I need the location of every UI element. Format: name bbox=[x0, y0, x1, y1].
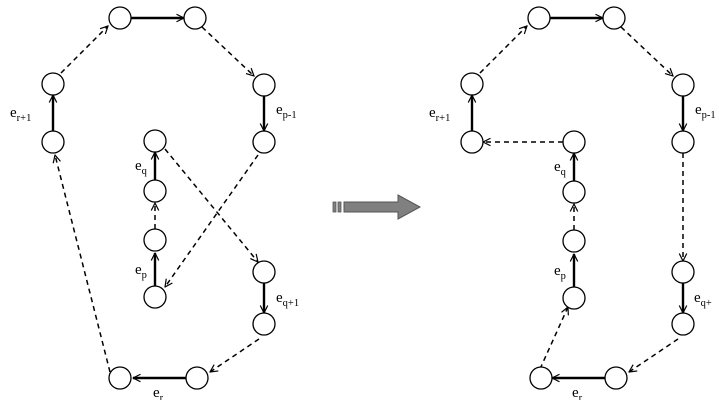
right-label-e-r: er bbox=[572, 385, 583, 400]
right-label-e-q-plus: eq+ bbox=[694, 290, 712, 309]
left-node bbox=[41, 72, 65, 96]
right-node bbox=[460, 130, 484, 154]
left-label-e-r: er bbox=[153, 385, 164, 400]
right-node bbox=[671, 260, 695, 284]
left-label-e-q: eq bbox=[135, 158, 148, 177]
right-edge-dashed bbox=[629, 338, 679, 372]
right-node bbox=[562, 180, 586, 204]
right-node bbox=[602, 6, 626, 30]
right-graph: er+1 ep-1 eq ep eq+ er bbox=[429, 6, 716, 400]
right-node bbox=[562, 130, 586, 154]
left-edge-dashed bbox=[60, 26, 108, 74]
right-node bbox=[671, 130, 695, 154]
right-node bbox=[671, 312, 695, 336]
left-node bbox=[252, 260, 276, 284]
left-label-e-p: ep bbox=[135, 262, 147, 281]
left-node bbox=[143, 285, 167, 309]
left-node bbox=[108, 6, 132, 30]
left-label-e-q-plus-1: eq+1 bbox=[276, 290, 299, 309]
transform-arrow bbox=[332, 194, 422, 220]
left-graph: er+1 ep-1 eq ep eq+1 er bbox=[10, 6, 299, 400]
right-label-e-q: eq bbox=[554, 159, 567, 178]
left-node bbox=[143, 179, 167, 203]
left-edge-dashed bbox=[201, 26, 254, 76]
transform-arrow-body bbox=[343, 194, 422, 220]
right-edge-dashed bbox=[539, 307, 568, 370]
right-label-e-p: ep bbox=[554, 263, 566, 282]
left-node bbox=[252, 312, 276, 336]
left-node bbox=[183, 6, 207, 30]
left-label-e-p-minus-1: ep-1 bbox=[276, 102, 297, 121]
right-node bbox=[562, 286, 586, 310]
left-node bbox=[143, 228, 167, 252]
right-edge-dashed bbox=[479, 26, 527, 74]
left-edge-dashed bbox=[164, 148, 258, 262]
right-label-e-r-plus-1: er+1 bbox=[429, 105, 450, 124]
left-node bbox=[108, 366, 132, 390]
left-node bbox=[185, 366, 209, 390]
right-node bbox=[460, 72, 484, 96]
left-node bbox=[143, 129, 167, 153]
right-node bbox=[671, 73, 695, 97]
right-edge-dashed bbox=[620, 26, 673, 76]
left-node bbox=[252, 73, 276, 97]
right-node bbox=[604, 366, 628, 390]
left-edge-dashed bbox=[55, 155, 111, 373]
right-label-e-p-minus-1: ep-1 bbox=[695, 102, 716, 121]
left-node bbox=[252, 130, 276, 154]
transform-arrow-tick bbox=[332, 201, 337, 213]
left-label-e-r-plus-1: er+1 bbox=[10, 105, 31, 124]
transform-arrow-tick bbox=[337, 201, 342, 213]
right-node bbox=[562, 229, 586, 253]
right-node bbox=[529, 366, 553, 390]
left-edge-dashed bbox=[210, 338, 260, 372]
right-node bbox=[527, 6, 551, 30]
left-edge-dashed bbox=[165, 154, 259, 287]
left-node bbox=[41, 130, 65, 154]
